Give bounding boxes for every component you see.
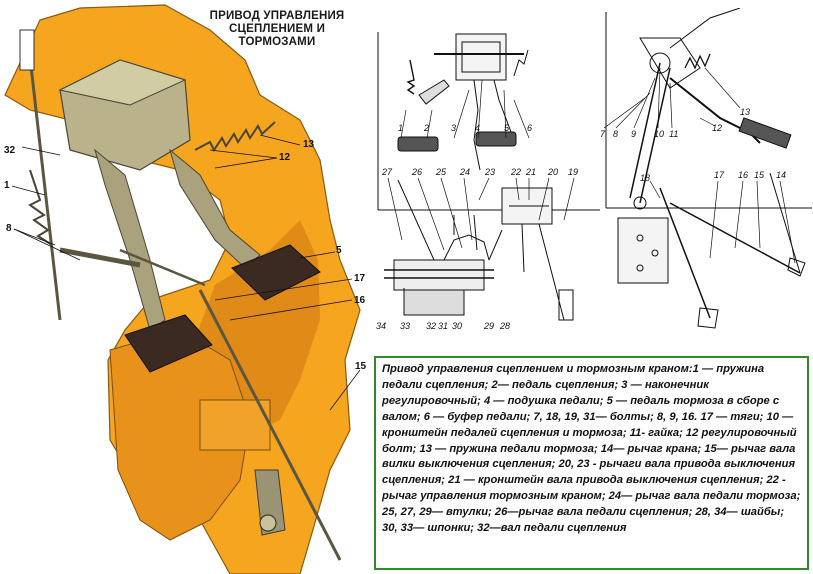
title-line-2: СЦЕПЛЕНИЕМ И ТОРМОЗАМИ — [228, 23, 326, 48]
label-r16: 16 — [738, 170, 749, 180]
schematic-right-drawing — [603, 8, 812, 329]
label-n22: 22 — [511, 167, 522, 177]
label-n23: 23 — [485, 167, 496, 177]
label-15: 15 — [355, 361, 367, 372]
label-r12: 12 — [712, 123, 723, 133]
label-n3: 3 — [451, 123, 457, 133]
label-r11: 11 — [669, 129, 679, 139]
label-n19: 19 — [568, 167, 579, 177]
label-n5: 5 — [504, 123, 510, 133]
top-fixture — [19, 29, 35, 71]
illustration-drawing — [4, 4, 361, 574]
middle-leader-lines — [387, 79, 575, 251]
label-n31: 31 — [438, 321, 449, 331]
label-r8: 8 — [613, 129, 619, 139]
label-13: 13 — [303, 139, 315, 150]
caption-box: Привод управления сцеплением и тормозным… — [374, 356, 809, 570]
label-1: 1 — [4, 180, 10, 191]
label-r14: 14 — [776, 170, 787, 180]
label-n26: 26 — [412, 167, 423, 177]
label-12: 12 — [279, 152, 291, 163]
label-n33: 33 — [400, 321, 411, 331]
illustration-title: ПРИВОД УПРАВЛЕНИЯ СЦЕПЛЕНИЕМ И ТОРМОЗАМИ — [202, 10, 352, 49]
brake-spring — [194, 121, 276, 152]
schematic-right: 7 8 9 10 11 12 13 18 17 16 15 14 — [600, 8, 812, 348]
label-n6: 6 — [527, 123, 533, 133]
label-r15: 15 — [754, 170, 765, 180]
label-17: 17 — [354, 273, 366, 284]
label-32: 32 — [4, 145, 16, 156]
brake-pedal-pad — [231, 244, 321, 301]
schematic-middle-drawing — [377, 32, 600, 321]
label-r7: 7 — [600, 129, 606, 139]
leader-lines — [11, 134, 361, 411]
label-r17: 17 — [714, 170, 725, 180]
label-n27: 27 — [382, 167, 393, 177]
label-r9: 9 — [631, 129, 637, 139]
title-line-1: ПРИВОД УПРАВЛЕНИЯ — [209, 10, 345, 22]
label-n24: 24 — [460, 167, 471, 177]
clutch-pedal-lever — [94, 148, 166, 331]
isometric-illustration: ПРИВОД УПРАВЛЕНИЯ СЦЕПЛЕНИЕМ И ТОРМОЗАМИ… — [0, 0, 372, 574]
label-r18: 18 — [640, 173, 651, 183]
label-r13: 13 — [740, 107, 751, 117]
label-n4: 4 — [475, 123, 481, 133]
label-n32: 32 — [426, 321, 437, 331]
caption-text: Привод управления сцеплением и тормозным… — [382, 363, 801, 535]
clutch-pedal-pad — [124, 314, 213, 373]
label-n2: 2 — [424, 123, 430, 133]
label-r10: 10 — [654, 129, 665, 139]
label-n1: 1 — [398, 123, 404, 133]
label-n20: 20 — [548, 167, 559, 177]
label-n25: 25 — [436, 167, 447, 177]
label-n34: 34 — [376, 321, 387, 331]
label-n30: 30 — [452, 321, 463, 331]
label-5: 5 — [336, 245, 342, 256]
label-n28: 28 — [500, 321, 511, 331]
inspection-cover — [199, 399, 271, 451]
shaft-end — [259, 514, 277, 532]
label-16: 16 — [354, 295, 366, 306]
schematic-middle: 1 2 3 4 5 6 27 26 25 24 23 22 21 20 19 3… — [374, 20, 600, 350]
right-leader-lines — [603, 67, 796, 264]
rod-long — [198, 289, 342, 561]
clutch-spring — [28, 169, 53, 246]
link-lower — [59, 247, 141, 268]
label-8: 8 — [6, 223, 12, 234]
label-n21: 21 — [526, 167, 537, 177]
rod-left — [26, 39, 62, 321]
label-n29: 29 — [484, 321, 495, 331]
rod-mid — [119, 248, 206, 287]
